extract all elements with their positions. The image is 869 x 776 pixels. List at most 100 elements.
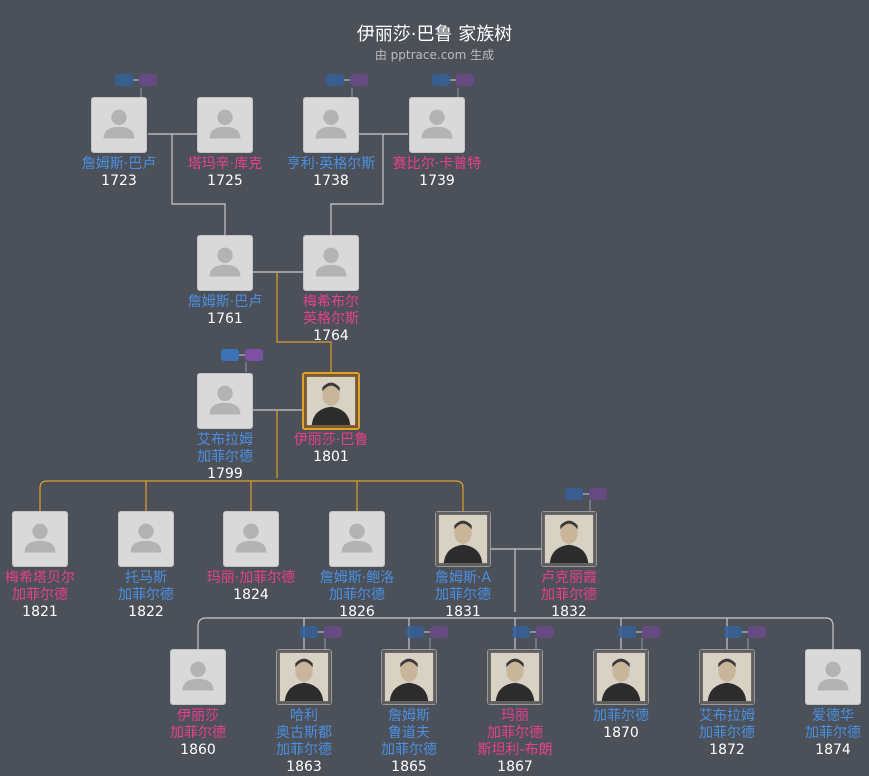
person-name: 詹姆斯 bbox=[388, 708, 430, 724]
expand-toggle[interactable] bbox=[432, 74, 474, 86]
descent-line bbox=[330, 134, 384, 235]
person-card[interactable] bbox=[381, 649, 437, 705]
person-name: 加菲尔德 bbox=[329, 587, 385, 603]
person-name: 伊丽莎 bbox=[177, 708, 219, 724]
descent-line bbox=[197, 617, 834, 649]
expand-father-icon[interactable] bbox=[565, 488, 583, 500]
person-name: 梅希塔贝尔 bbox=[5, 570, 75, 586]
expand-toggle[interactable] bbox=[512, 626, 554, 638]
person-card[interactable] bbox=[409, 97, 465, 153]
toggle-connector bbox=[318, 631, 324, 633]
person-name: 詹姆斯·巴卢 bbox=[81, 156, 157, 172]
person-portrait-icon bbox=[700, 650, 754, 704]
person-name: 加菲尔德 bbox=[118, 587, 174, 603]
expand-toggle[interactable] bbox=[565, 488, 607, 500]
expand-mother-icon[interactable] bbox=[589, 488, 607, 500]
person-placeholder-icon bbox=[24, 523, 56, 553]
person-year: 1831 bbox=[445, 604, 481, 620]
person-name: 加菲尔德 bbox=[197, 449, 253, 465]
person-year: 1738 bbox=[313, 173, 349, 189]
person-portrait-icon bbox=[488, 650, 542, 704]
descent-line bbox=[276, 272, 332, 372]
expand-mother-icon[interactable] bbox=[350, 74, 368, 86]
expand-mother-icon[interactable] bbox=[139, 74, 157, 86]
expand-toggle[interactable] bbox=[115, 74, 157, 86]
expand-toggle[interactable] bbox=[326, 74, 368, 86]
person-name: 卢克丽霞 bbox=[541, 570, 597, 586]
descent-line bbox=[171, 134, 226, 235]
expand-toggle[interactable] bbox=[724, 626, 766, 638]
person-portrait-icon bbox=[542, 512, 596, 566]
person-card[interactable] bbox=[435, 511, 491, 567]
expand-father-icon[interactable] bbox=[221, 349, 239, 361]
expand-mother-icon[interactable] bbox=[324, 626, 342, 638]
expand-father-icon[interactable] bbox=[326, 74, 344, 86]
person-card[interactable] bbox=[487, 649, 543, 705]
person-card[interactable] bbox=[276, 649, 332, 705]
person-year: 1822 bbox=[128, 604, 164, 620]
person-name: 玛丽 bbox=[501, 708, 529, 724]
person-year: 1764 bbox=[313, 328, 349, 344]
person-placeholder-icon bbox=[341, 523, 373, 553]
person-year: 1870 bbox=[603, 725, 639, 741]
toggle-connector bbox=[450, 79, 456, 81]
person-name: 塔玛辛·库克 bbox=[187, 156, 263, 172]
person-card[interactable] bbox=[303, 97, 359, 153]
expand-mother-icon[interactable] bbox=[245, 349, 263, 361]
person-card-focus[interactable] bbox=[302, 372, 360, 430]
person-card[interactable] bbox=[593, 649, 649, 705]
toggle-connector bbox=[742, 631, 748, 633]
expand-toggle[interactable] bbox=[618, 626, 660, 638]
person-portrait-icon bbox=[277, 650, 331, 704]
person-card[interactable] bbox=[197, 373, 253, 429]
person-card[interactable] bbox=[303, 235, 359, 291]
person-name: 亨利·英格尔斯 bbox=[286, 156, 376, 172]
expand-toggle[interactable] bbox=[300, 626, 342, 638]
person-card[interactable] bbox=[197, 235, 253, 291]
person-card[interactable] bbox=[170, 649, 226, 705]
person-card[interactable] bbox=[541, 511, 597, 567]
expand-father-icon[interactable] bbox=[406, 626, 424, 638]
expand-father-icon[interactable] bbox=[724, 626, 742, 638]
expand-mother-icon[interactable] bbox=[642, 626, 660, 638]
toggle-connector bbox=[530, 631, 536, 633]
expand-mother-icon[interactable] bbox=[536, 626, 554, 638]
expand-toggle[interactable] bbox=[221, 349, 263, 361]
person-card[interactable] bbox=[329, 511, 385, 567]
person-placeholder-icon bbox=[103, 109, 135, 139]
person-portrait-icon bbox=[436, 512, 490, 566]
person-card[interactable] bbox=[197, 97, 253, 153]
expand-father-icon[interactable] bbox=[300, 626, 318, 638]
person-year: 1872 bbox=[709, 742, 745, 758]
person-year: 1739 bbox=[419, 173, 455, 189]
expand-mother-icon[interactable] bbox=[748, 626, 766, 638]
person-placeholder-icon bbox=[209, 109, 241, 139]
expand-father-icon[interactable] bbox=[115, 74, 133, 86]
person-year: 1874 bbox=[815, 742, 851, 758]
expand-father-icon[interactable] bbox=[618, 626, 636, 638]
person-name: 加菲尔德 bbox=[12, 587, 68, 603]
person-portrait-icon bbox=[304, 374, 358, 428]
person-card[interactable] bbox=[91, 97, 147, 153]
person-card[interactable] bbox=[12, 511, 68, 567]
person-card[interactable] bbox=[699, 649, 755, 705]
person-card[interactable] bbox=[223, 511, 279, 567]
expand-father-icon[interactable] bbox=[432, 74, 450, 86]
person-placeholder-icon bbox=[235, 523, 267, 553]
person-placeholder-icon bbox=[209, 385, 241, 415]
expand-mother-icon[interactable] bbox=[456, 74, 474, 86]
person-card[interactable] bbox=[805, 649, 861, 705]
expand-toggle[interactable] bbox=[406, 626, 448, 638]
person-card[interactable] bbox=[118, 511, 174, 567]
person-year: 1860 bbox=[180, 742, 216, 758]
person-year: 1832 bbox=[551, 604, 587, 620]
toggle-connector bbox=[583, 493, 589, 495]
person-placeholder-icon bbox=[817, 661, 849, 691]
expand-father-icon[interactable] bbox=[512, 626, 530, 638]
expand-mother-icon[interactable] bbox=[430, 626, 448, 638]
